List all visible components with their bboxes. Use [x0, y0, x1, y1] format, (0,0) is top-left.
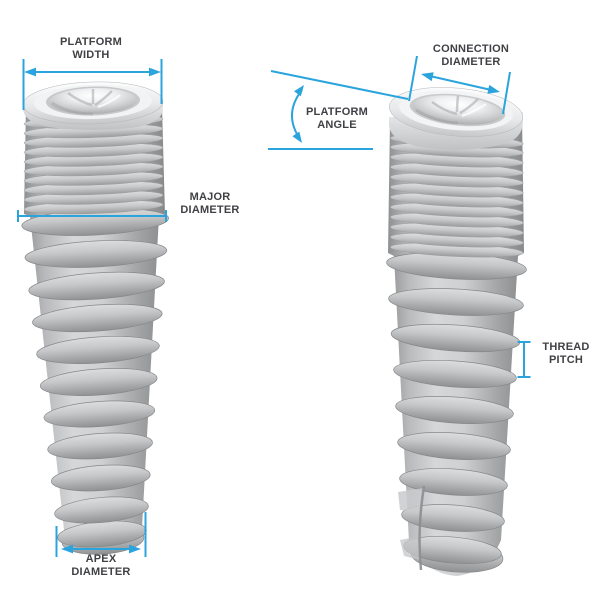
right-implant-platform: [388, 87, 524, 150]
thread-pitch-annotation: [517, 341, 531, 378]
right-implant-illustration: [386, 87, 527, 576]
arrowhead-right-icon: [149, 67, 161, 77]
arrowhead-left-icon: [24, 67, 36, 77]
right-implant-threads: [386, 252, 527, 573]
left-implant-illustration: [21, 81, 169, 555]
arrowhead-right-icon: [129, 544, 141, 554]
thread-pitch-label: THREAD PITCH: [542, 341, 590, 366]
right-implant-collar-ridges: [390, 133, 524, 258]
platform-angle-annotation: [268, 70, 409, 150]
connection-diameter-annotation: [408, 55, 511, 115]
right-implant-cutting-flute: [398, 485, 426, 571]
arrowhead-left-icon: [421, 72, 434, 82]
apex-diameter-annotation: [55, 512, 147, 557]
arrowhead-left-icon: [61, 544, 73, 554]
platform-angle-label: PLATFORM ANGLE: [305, 106, 369, 131]
platform-width-label: PLATFORM WIDTH: [59, 36, 123, 61]
arrowhead-down-icon: [292, 131, 302, 143]
arrowhead-right-icon: [487, 84, 500, 94]
major-diameter-label: MAJOR DIAMETER: [180, 191, 240, 216]
left-implant-platform: [22, 81, 164, 130]
major-diameter-annotation: [17, 210, 167, 222]
left-implant-threads: [21, 208, 169, 555]
apex-diameter-label: APEX DIAMETER: [71, 553, 131, 578]
connection-diameter-label: CONNECTION DIAMETER: [432, 43, 510, 68]
platform-width-annotation: [22, 59, 163, 110]
arrowhead-up-icon: [294, 85, 304, 97]
